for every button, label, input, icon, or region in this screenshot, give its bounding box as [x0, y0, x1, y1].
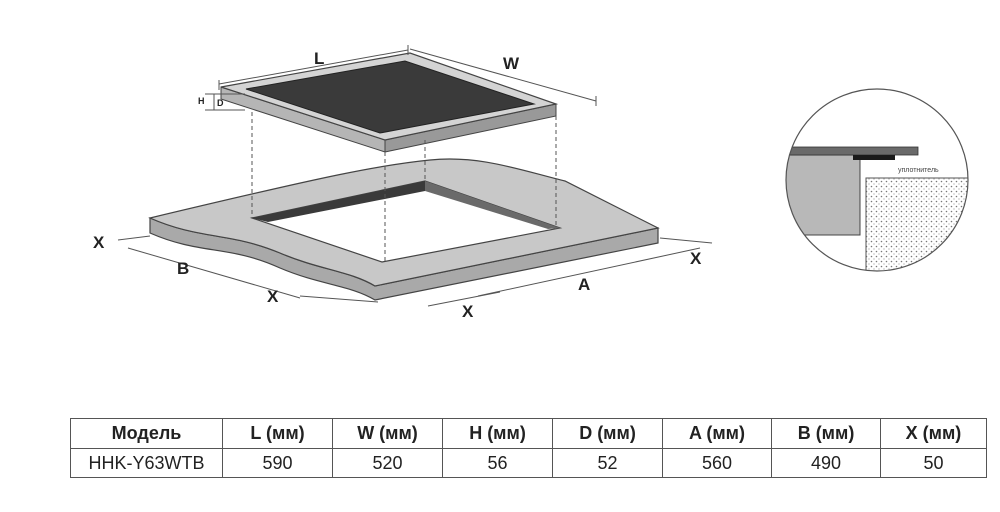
- header-l: L (мм): [222, 418, 333, 449]
- label-h: H: [198, 96, 205, 106]
- label-d: D: [217, 98, 224, 108]
- label-x-right: X: [690, 249, 702, 268]
- label-a: A: [578, 275, 590, 294]
- countertop: [148, 158, 660, 301]
- label-x-bottom-left: X: [267, 287, 279, 306]
- header-h: H (мм): [442, 418, 553, 449]
- cell-h: 56: [442, 448, 553, 478]
- label-l: L: [314, 49, 324, 68]
- label-x-bottom: X: [462, 302, 474, 321]
- table-header-row: Модель L (мм) W (мм) H (мм) D (мм) A (мм…: [70, 418, 987, 449]
- dimension-lines: [117, 45, 713, 307]
- hob: [220, 52, 559, 153]
- detail-callout: уплотнитель: [785, 88, 969, 272]
- installation-diagram: L W H D X B X X A X уплотнитель: [93, 45, 969, 321]
- gasket-label: уплотнитель: [898, 167, 939, 174]
- cell-a: 560: [662, 448, 772, 478]
- table-row: HHK-Y63WTB 590 520 56 52 560 490 50: [70, 448, 987, 478]
- header-x: X (мм): [880, 418, 987, 449]
- cell-d: 52: [552, 448, 663, 478]
- cell-w: 520: [332, 448, 443, 478]
- cell-b: 490: [771, 448, 881, 478]
- label-x-left: X: [93, 233, 105, 252]
- label-w: W: [503, 54, 520, 73]
- header-d: D (мм): [552, 418, 663, 449]
- header-model: Модель: [70, 418, 223, 449]
- spec-table: Модель L (мм) W (мм) H (мм) D (мм) A (мм…: [70, 418, 987, 478]
- label-b: B: [177, 259, 189, 278]
- header-a: A (мм): [662, 418, 772, 449]
- projection-lines: [251, 112, 557, 262]
- header-w: W (мм): [332, 418, 443, 449]
- cell-l: 590: [222, 448, 333, 478]
- header-b: B (мм): [771, 418, 881, 449]
- cell-model: HHK-Y63WTB: [70, 448, 223, 478]
- cell-x: 50: [880, 448, 987, 478]
